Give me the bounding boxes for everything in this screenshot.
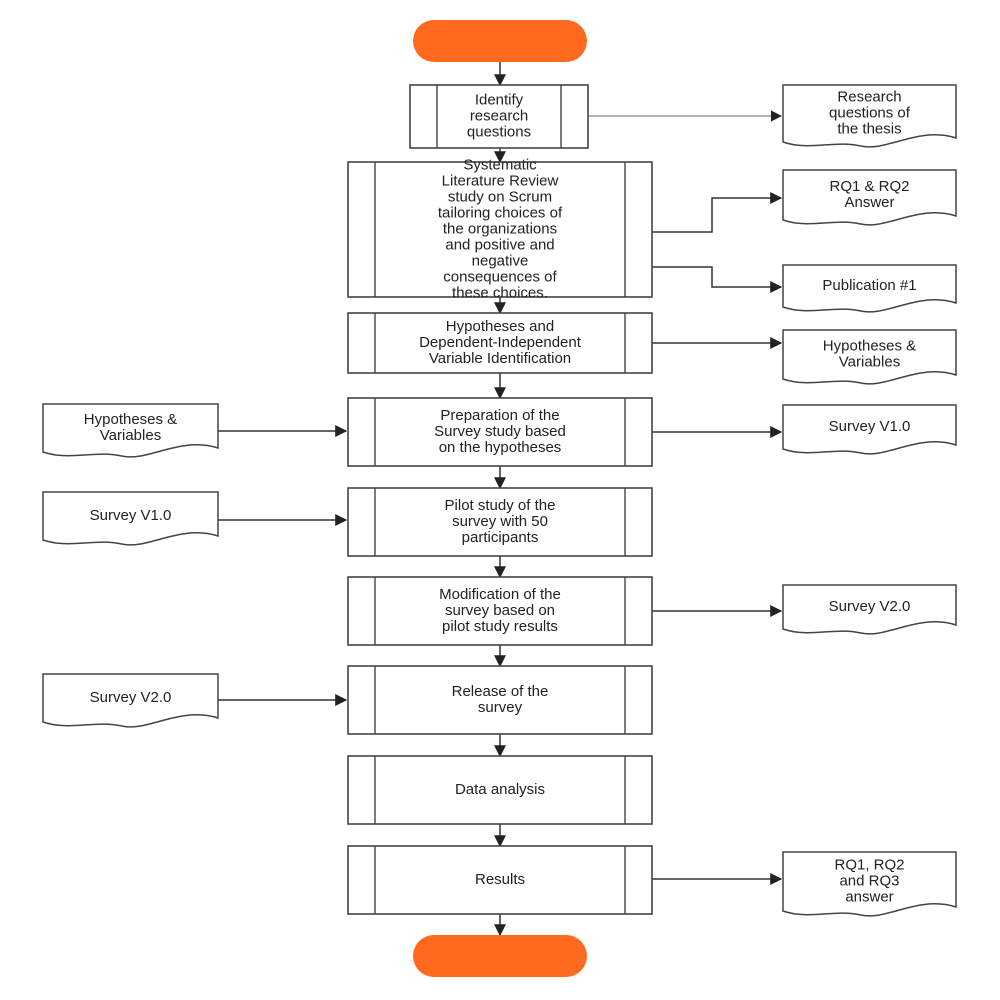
edge-slr-rq-answer (652, 192, 783, 233)
document-final_answer-label-line: answer (845, 888, 893, 905)
process-slr-label-line: the organizations (443, 220, 557, 237)
process-modification-label-line: pilot study results (442, 618, 558, 635)
process-box (347, 576, 653, 646)
process-identify-label-line: research (470, 107, 528, 124)
process-slr-label-line: and positive and (445, 236, 554, 253)
start-terminal (413, 20, 587, 62)
document-survey_v1_out: Survey V1.0 (782, 404, 957, 455)
document-shape (782, 329, 957, 385)
document-shape (782, 169, 957, 226)
edge-slr-publication (652, 266, 783, 293)
process-pilot-label-line: Pilot study of the (445, 497, 556, 514)
document-hyp_vars_in-label-line: Variables (100, 427, 161, 444)
document-hyp_vars_in-label-line: Hypotheses & (84, 411, 177, 428)
document-final_answer-label-line: RQ1, RQ2 (834, 856, 904, 873)
document-shape (782, 584, 957, 635)
process-box (347, 665, 653, 735)
document-research_questions-label-line: the thesis (837, 120, 901, 137)
document-shape (42, 673, 219, 728)
process-slr-label-line: consequences of (443, 268, 557, 285)
process-slr-label-line: these choices. (452, 284, 548, 301)
process-analysis: Data analysis (347, 755, 653, 825)
document-rq_answer-label-line: RQ1 & RQ2 (829, 178, 909, 195)
process-identify-label-line: Identify (475, 91, 524, 108)
process-identify-label-line: questions (467, 123, 531, 140)
document-shape (782, 851, 957, 917)
process-slr-label-line: study on Scrum (448, 188, 552, 205)
process-results: Results (347, 845, 653, 915)
document-shape (782, 264, 957, 313)
process-box (347, 397, 653, 467)
process-hypotheses-label-line: Dependent-Independent (419, 334, 582, 351)
process-hypotheses: Hypotheses andDependent-IndependentVaria… (347, 312, 653, 374)
document-shape (782, 404, 957, 455)
document-publication: Publication #1 (782, 264, 957, 313)
document-final_answer-label-line: and RQ3 (839, 872, 899, 889)
document-survey_v1_out-label-line: Survey V1.0 (829, 418, 911, 435)
process-box (347, 845, 653, 915)
document-survey_v2_out-label-line: Survey V2.0 (829, 598, 911, 615)
process-slr-label-line: Literature Review (442, 172, 559, 189)
process-results-label-line: Results (475, 871, 525, 888)
process-slr-label-line: tailoring choices of (438, 204, 563, 221)
process-slr-label-line: negative (472, 252, 529, 269)
document-survey_v2_out: Survey V2.0 (782, 584, 957, 635)
process-preparation-label-line: on the hypotheses (439, 439, 562, 456)
process-pilot-label-line: survey with 50 (452, 513, 548, 530)
process-slr-label-line: Systematic (463, 156, 537, 173)
process-modification-label-line: survey based on (445, 602, 555, 619)
document-shape (42, 403, 219, 458)
process-box (347, 312, 653, 374)
document-hyp_vars_out: Hypotheses &Variables (782, 329, 957, 385)
process-hypotheses-label-line: Variable Identification (429, 350, 571, 367)
process-release-label-line: survey (478, 699, 523, 716)
process-box (347, 487, 653, 557)
process-box (409, 84, 589, 149)
document-survey_v2_in: Survey V2.0 (42, 673, 219, 728)
document-research_questions-label-line: questions of (829, 104, 911, 121)
process-modification-label-line: Modification of the (439, 586, 561, 603)
edges-layer (218, 62, 783, 937)
end-terminal (413, 935, 587, 977)
nodes-layer: IdentifyresearchquestionsSystematicLiter… (42, 20, 957, 977)
document-research_questions-label-line: Research (837, 88, 901, 105)
process-analysis-label-line: Data analysis (455, 781, 545, 798)
process-preparation-label-line: Preparation of the (440, 407, 559, 424)
document-rq_answer-label-line: Answer (844, 194, 894, 211)
document-publication-label-line: Publication #1 (822, 277, 916, 294)
document-hyp_vars_out-label-line: Variables (839, 353, 900, 370)
process-hypotheses-label-line: Hypotheses and (446, 318, 554, 335)
process-preparation-label-line: Survey study based (434, 423, 566, 440)
document-survey_v2_in-label-line: Survey V2.0 (90, 689, 172, 706)
document-survey_v1_in-label-line: Survey V1.0 (90, 507, 172, 524)
process-release-label-line: Release of the (452, 683, 549, 700)
process-box (347, 161, 653, 298)
document-shape (782, 84, 957, 148)
document-shape (42, 491, 219, 546)
process-pilot-label-line: participants (462, 529, 539, 546)
process-box (347, 755, 653, 825)
document-survey_v1_in: Survey V1.0 (42, 491, 219, 546)
document-hyp_vars_out-label-line: Hypotheses & (823, 337, 916, 354)
document-hyp_vars_in: Hypotheses &Variables (42, 403, 219, 458)
